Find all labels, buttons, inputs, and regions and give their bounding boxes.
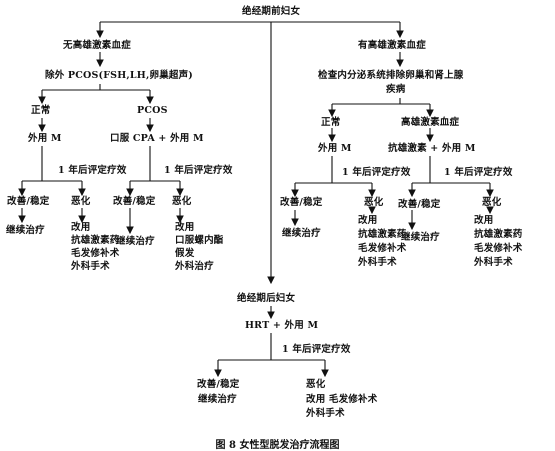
node-improve-stable-1: 改善/稳定 (7, 196, 50, 207)
node-worsen-2-line3: 假发 (175, 248, 195, 259)
node-oral-cpa-topical-m: 口服 CPA + 外用 M (110, 133, 204, 144)
node-eval-1yr-a: 1 年后评定疗效 (58, 165, 127, 176)
node-worsen-post-line2: 外科手术 (306, 408, 345, 419)
node-worsen-4-line3: 毛发修补术 (474, 243, 523, 254)
node-worsen-post: 恶化 (306, 379, 326, 390)
node-pcos: PCOS (137, 105, 168, 116)
node-worsen-4-line4: 外科手术 (474, 257, 513, 268)
node-continue-post: 继续治疗 (198, 394, 237, 405)
node-topical-m-right: 外用 M (318, 143, 352, 154)
node-check-endocrine-line2: 疾病 (386, 84, 406, 95)
node-premenopausal: 绝经期前妇女 (242, 6, 301, 17)
node-worsen-1-line3: 毛发修补术 (71, 248, 120, 259)
node-worsen-2-line2: 口服螺内酯 (175, 235, 224, 246)
node-worsen-4-line1: 改用 (474, 215, 494, 226)
node-antiandrogen-topical-m: 抗雄激素 + 外用 M (388, 143, 476, 154)
node-worsen-3-line1: 改用 (358, 215, 378, 226)
node-hyperandrogenemia-right: 高雄激素血症 (401, 117, 460, 128)
node-worsen-post-line1: 改用 毛发修补术 (306, 394, 378, 405)
node-worsen-3-line4: 外科手术 (358, 257, 397, 268)
node-worsen-4: 恶化 (482, 197, 502, 208)
node-hrt-topical-m: HRT + 外用 M (245, 320, 319, 331)
node-eval-1yr-b: 1 年后评定疗效 (164, 165, 233, 176)
node-normal-right: 正常 (321, 117, 341, 128)
node-worsen-1-line1: 改用 (71, 222, 91, 233)
node-improve-stable-3: 改善/稳定 (280, 197, 323, 208)
node-eval-1yr-post: 1 年后评定疗效 (282, 344, 351, 355)
node-worsen-2-line4: 外科治疗 (175, 261, 214, 272)
node-improve-stable-4: 改善/稳定 (398, 199, 441, 210)
node-continue-1: 继续治疗 (6, 225, 45, 236)
node-continue-2: 继续治疗 (116, 236, 155, 247)
node-postmenopausal: 绝经期后妇女 (237, 293, 296, 304)
node-worsen-2-line1: 改用 (175, 222, 195, 233)
node-improve-stable-post: 改善/稳定 (197, 379, 240, 390)
node-worsen-3-line2: 抗雄激素药 (358, 229, 407, 240)
node-worsen-2: 恶化 (172, 196, 192, 207)
node-worsen-1: 恶化 (71, 196, 91, 207)
node-worsen-1-line4: 外科手术 (71, 261, 110, 272)
node-worsen-1-line2: 抗雄激素药 (71, 235, 120, 246)
node-improve-stable-2: 改善/稳定 (113, 196, 156, 207)
node-continue-3: 继续治疗 (282, 228, 321, 239)
node-eval-1yr-d: 1 年后评定疗效 (444, 167, 513, 178)
node-check-endocrine-line1: 检查内分泌系统排除卵巢和肾上腺 (318, 70, 464, 81)
node-eval-1yr-c: 1 年后评定疗效 (342, 167, 411, 178)
node-normal-left: 正常 (31, 105, 51, 116)
figure-caption: 图 8 女性型脱发治疗流程图 (215, 440, 340, 451)
node-continue-4: 继续治疗 (401, 232, 440, 243)
node-worsen-4-line2: 抗雄激素药 (474, 229, 523, 240)
node-no-hyperandrogenemia: 无高雄激素血症 (63, 40, 131, 51)
node-topical-m-left: 外用 M (28, 133, 62, 144)
node-exclude-pcos: 除外 PCOS(FSH,LH,卵巢超声) (45, 70, 193, 81)
node-hyperandrogenemia: 有高雄激素血症 (358, 40, 426, 51)
node-worsen-3: 恶化 (364, 197, 384, 208)
node-worsen-3-line3: 毛发修补术 (358, 243, 407, 254)
